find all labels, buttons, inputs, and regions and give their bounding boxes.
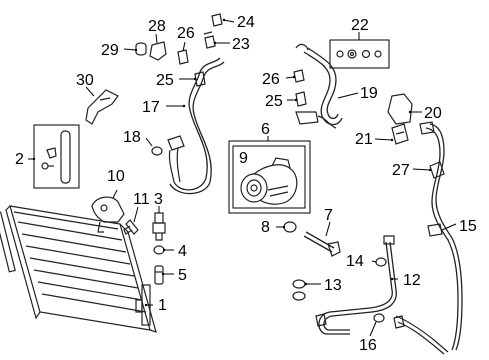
callout-26-top: 26: [177, 25, 195, 42]
callout-16: 16: [359, 337, 377, 354]
callout-13: 13: [324, 277, 342, 294]
callout-25-right: 25: [265, 93, 283, 110]
hose-17: [167, 57, 225, 195]
compressor: [240, 157, 298, 205]
compressor-outer-box: [228, 140, 311, 214]
callout-29: 29: [101, 42, 119, 59]
oring-13b: [292, 291, 306, 301]
bracket-10: [91, 196, 125, 233]
callout-24: 24: [237, 14, 255, 31]
clip-29: [135, 42, 147, 56]
callout-labels: 1 2 3 4 5 6 7 8 9 10 11 12 13 14 15 16 1…: [15, 14, 477, 354]
callout-9: 9: [239, 150, 248, 167]
bracket-30: [85, 89, 119, 125]
oring-13: [292, 279, 306, 289]
bracket-21: [391, 123, 409, 145]
callout-27: 27: [392, 162, 410, 179]
oring-14: [375, 257, 387, 267]
callout-17: 17: [142, 99, 160, 116]
callout-6: 6: [261, 121, 270, 138]
cap-26-top: [177, 49, 189, 65]
oring-kit-22: [329, 39, 390, 69]
pipe-7: [303, 231, 341, 257]
valve-25-right: [295, 91, 307, 107]
callout-1: 1: [158, 297, 167, 314]
callout-30: 30: [76, 72, 94, 89]
condenser: [0, 205, 157, 333]
callout-26-right: 26: [262, 71, 280, 88]
callout-8: 8: [261, 219, 270, 236]
callout-20: 20: [424, 105, 442, 122]
callout-7: 7: [324, 207, 333, 224]
callout-21: 21: [355, 131, 373, 148]
cap-24: [211, 13, 223, 27]
callout-28: 28: [148, 18, 166, 35]
callout-15: 15: [459, 218, 477, 235]
oring-4: [153, 245, 165, 255]
oring-18: [151, 146, 163, 156]
drier-kit-box: [33, 124, 80, 189]
callout-23: 23: [232, 36, 250, 53]
line-12: [315, 235, 449, 355]
callout-14: 14: [346, 253, 364, 270]
callout-18: 18: [123, 129, 141, 146]
valve-5: [154, 265, 164, 285]
callout-10: 10: [107, 168, 125, 185]
callout-19: 19: [360, 85, 378, 102]
callout-12: 12: [403, 272, 421, 289]
receiver-drier-group: [33, 124, 80, 189]
bracket-20: [387, 93, 413, 125]
callout-25-top: 25: [156, 72, 174, 89]
valve-23: [203, 31, 216, 49]
callout-22: 22: [351, 17, 369, 34]
compressor-inner-box: [232, 145, 306, 209]
callout-11: 11: [133, 191, 150, 208]
callout-2: 2: [15, 151, 24, 168]
sensor-3: [152, 212, 166, 241]
line-15: [419, 121, 463, 351]
hose-19: [295, 43, 343, 129]
clip-28: [149, 41, 167, 61]
callout-3: 3: [154, 191, 163, 208]
oring-8: [283, 221, 297, 233]
leader-arrowheads: [32, 18, 432, 307]
oring-kit-box: [329, 39, 390, 69]
cap-26-right: [293, 69, 305, 83]
callout-4: 4: [178, 243, 187, 260]
oring-16: [373, 313, 385, 323]
callout-5: 5: [178, 267, 187, 284]
compressor-group: [228, 140, 311, 214]
bolt-11: [123, 219, 139, 235]
